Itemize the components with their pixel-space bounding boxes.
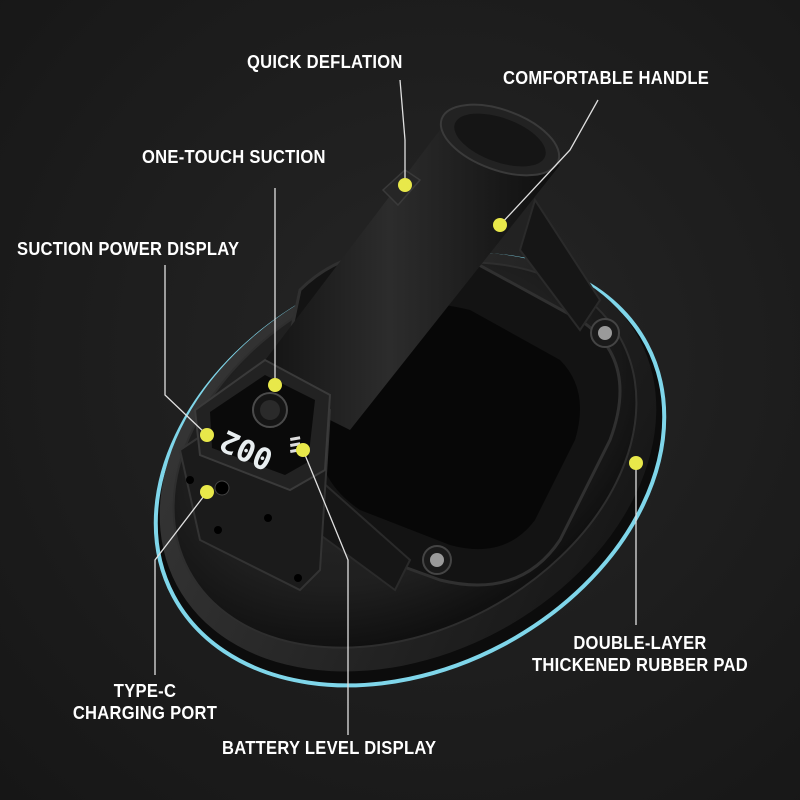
label-type-c-line2: CHARGING PORT (72, 703, 218, 723)
callout-markers (200, 178, 643, 499)
usb-c-port (214, 480, 230, 496)
label-quick-deflation: QUICK DEFLATION (247, 52, 403, 72)
label-comfortable-handle: COMFORTABLE HANDLE (503, 68, 710, 88)
control-box: 002 (178, 358, 332, 592)
label-double-layer-line1: DOUBLE-LAYER (573, 633, 707, 653)
label-type-c-line1: TYPE-C (113, 681, 177, 701)
label-one-touch-suction: ONE-TOUCH SUCTION (142, 147, 326, 167)
label-double-layer-line2: THICKENED RUBBER PAD (532, 655, 748, 675)
label-double-layer-pad: DOUBLE-LAYER THICKENED RUBBER PAD (530, 632, 751, 676)
handle (250, 103, 561, 430)
label-suction-power-display: SUCTION POWER DISPLAY (17, 239, 240, 259)
callout-lines (154, 79, 637, 735)
label-type-c-port: TYPE-C CHARGING PORT (67, 680, 223, 724)
label-battery-level-display: BATTERY LEVEL DISPLAY (222, 738, 437, 758)
